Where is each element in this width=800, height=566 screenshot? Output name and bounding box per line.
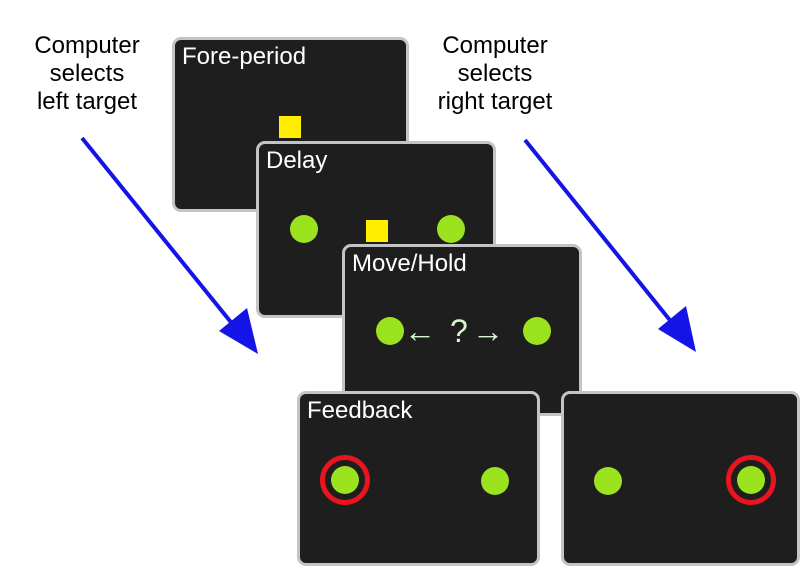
feedback-ring xyxy=(726,455,776,505)
left-target-dot xyxy=(594,467,622,495)
left-target-dot xyxy=(376,317,404,345)
left-target-dot xyxy=(331,466,359,494)
panel-move-hold-title: Move/Hold xyxy=(352,250,467,277)
pointer-arrow-left xyxy=(80,136,258,354)
pointer-arrow-left-shaft xyxy=(80,136,236,328)
right-target-dot xyxy=(437,215,465,243)
pointer-arrow-left-head xyxy=(219,308,258,354)
right-target-dot xyxy=(737,466,765,494)
panel-feedback-left: Feedback xyxy=(297,391,540,566)
feedback-ring xyxy=(320,455,370,505)
annotation-right-target: Computer selects right target xyxy=(416,32,574,116)
pointer-arrow-right xyxy=(523,138,696,352)
annotation-right-line-1: Computer xyxy=(442,32,548,59)
panel-move-hold: Move/Hold ← ? → xyxy=(342,244,582,416)
fixation-square xyxy=(366,220,388,242)
annotation-right-line-2: selects xyxy=(457,60,533,87)
question-mark: ? xyxy=(450,313,468,349)
annotation-left-target: Computer selects left target xyxy=(8,32,166,116)
annotation-left-line-3: left target xyxy=(36,88,138,115)
annotation-left-line-1: Computer xyxy=(34,32,140,59)
annotation-right-line-3: right target xyxy=(437,88,553,115)
panel-foreperiod-title: Fore-period xyxy=(182,43,307,70)
left-target-dot xyxy=(290,215,318,243)
pointer-arrow-right-shaft xyxy=(523,138,675,326)
panel-feedback-title: Feedback xyxy=(307,397,413,424)
panel-delay-title: Delay xyxy=(266,147,328,174)
right-target-dot xyxy=(523,317,551,345)
right-target-dot xyxy=(481,467,509,495)
fixation-square xyxy=(279,116,301,138)
annotation-left-line-2: selects xyxy=(49,60,125,87)
panel-feedback-right xyxy=(561,391,800,566)
left-arrow-icon: ← xyxy=(404,313,436,349)
pointer-arrow-right-head xyxy=(658,306,696,352)
right-arrow-icon: → xyxy=(472,313,504,349)
